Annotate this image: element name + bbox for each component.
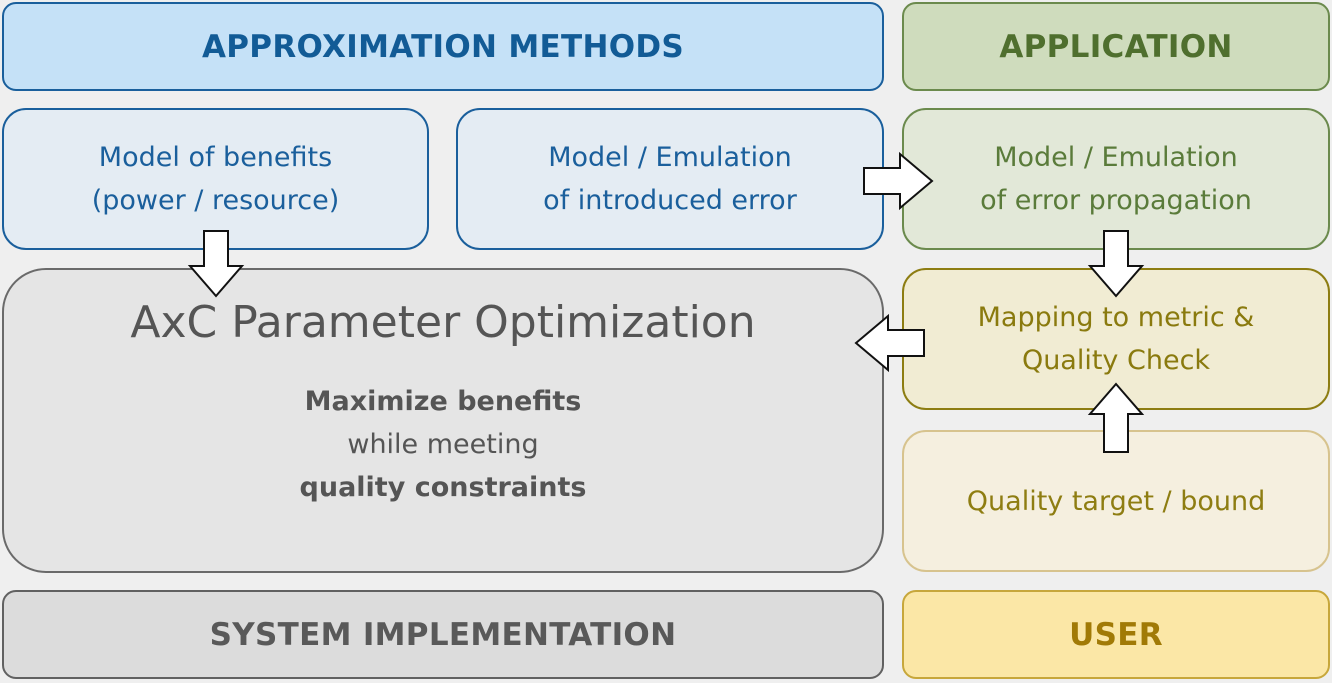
approximation-methods-label: APPROXIMATION METHODS [201, 28, 685, 65]
optimization-line2: while meeting [347, 428, 539, 460]
introduced-error-line2: of introduced error [543, 185, 797, 216]
model-of-benefits-line1: Model of benefits [98, 142, 333, 173]
axc-optimization-box: AxC Parameter Optimization Maximize bene… [2, 268, 884, 573]
system-implementation-footer: SYSTEM IMPLEMENTATION [2, 590, 884, 679]
mapping-line2: Quality Check [1021, 345, 1211, 376]
model-of-benefits-box: Model of benefits (power / resource) [2, 108, 429, 250]
optimization-line1: Maximize benefits [304, 385, 582, 417]
system-implementation-label: SYSTEM IMPLEMENTATION [209, 616, 677, 653]
user-footer: USER [902, 590, 1330, 679]
user-label: USER [1069, 616, 1163, 653]
error-propagation-box: Model / Emulation of error propagation [902, 108, 1330, 250]
quality-target-label: Quality target / bound [966, 485, 1266, 517]
model-of-benefits-line2: (power / resource) [91, 185, 340, 216]
error-propagation-line1: Model / Emulation [994, 142, 1238, 173]
optimization-line3: quality constraints [299, 471, 587, 503]
introduced-error-line1: Model / Emulation [548, 142, 792, 173]
arrow-down-benefits-to-optimization [187, 230, 245, 298]
approximation-methods-header: APPROXIMATION METHODS [2, 2, 884, 91]
arrow-down-propagation-to-mapping [1087, 230, 1145, 298]
application-label: APPLICATION [999, 28, 1233, 65]
error-propagation-line2: of error propagation [980, 185, 1252, 216]
arrow-left-mapping-to-optimization [854, 313, 925, 373]
introduced-error-box: Model / Emulation of introduced error [456, 108, 884, 250]
arrow-up-target-to-mapping [1087, 382, 1145, 453]
application-header: APPLICATION [902, 2, 1330, 91]
mapping-line1: Mapping to metric & [977, 302, 1255, 333]
arrow-right-error-to-propagation [863, 151, 934, 211]
axc-optimization-title: AxC Parameter Optimization [130, 296, 756, 348]
